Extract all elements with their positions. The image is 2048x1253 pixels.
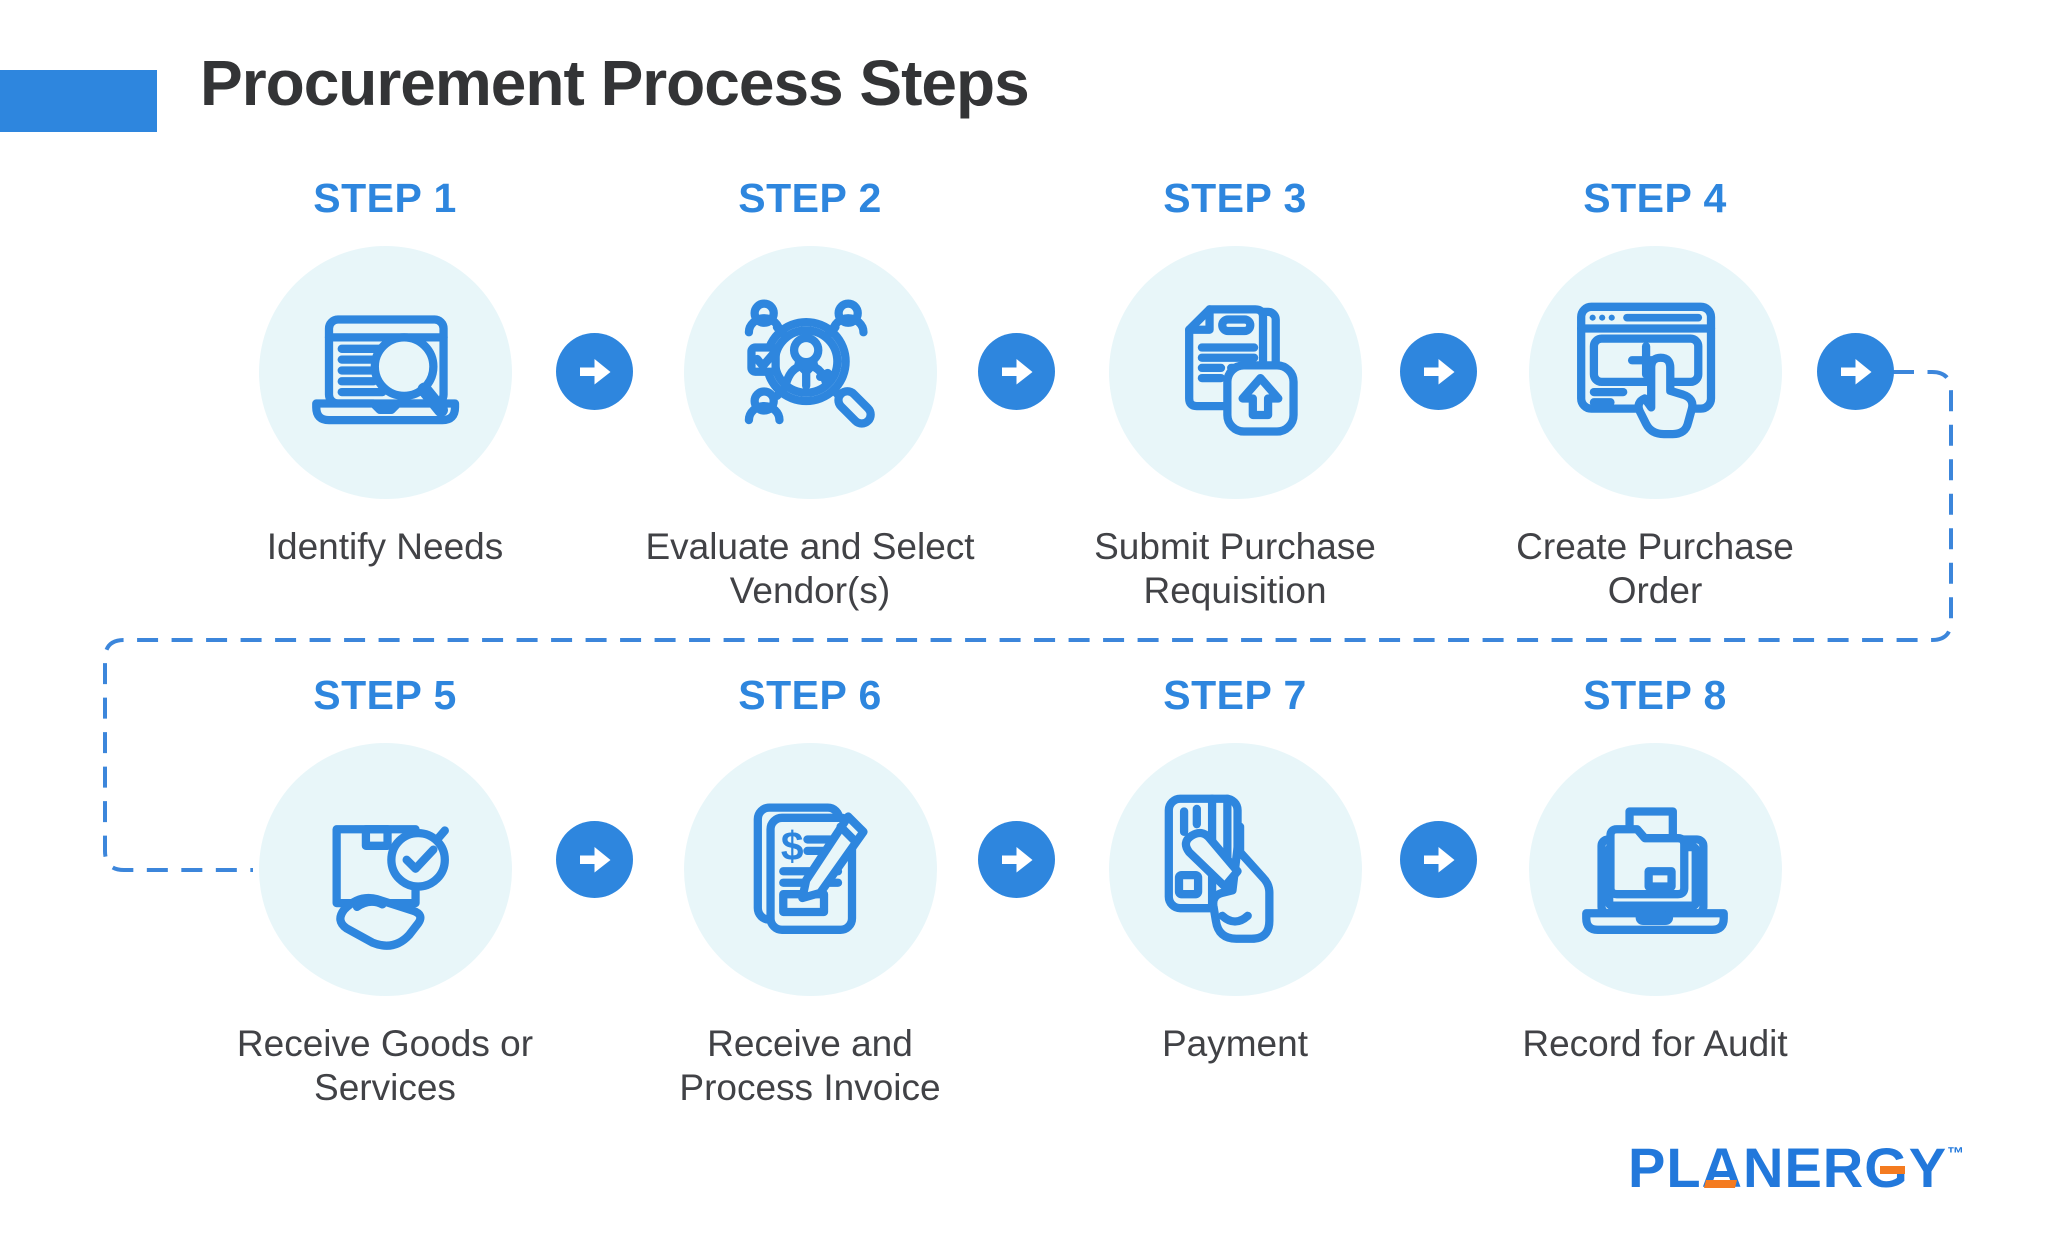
vendor-evaluation-icon <box>744 299 875 428</box>
arrow-right-icon <box>1001 846 1032 872</box>
page-title: Procurement Process Steps <box>200 47 1030 119</box>
step-8-circle <box>1528 743 1782 996</box>
step-6-card: STEP 6 $ Receive and Process Invoice <box>600 675 1020 1110</box>
step-4-caption: Create Purchase Order <box>1516 526 1794 611</box>
logo-trademark: ™ <box>1947 1144 1965 1163</box>
flow-arrow-4-5 <box>1817 333 1894 410</box>
step-8-label: STEP 8 <box>1583 672 1727 718</box>
step-1-label: STEP 1 <box>313 175 457 221</box>
laptop-search-icon <box>312 314 460 424</box>
step-8-card: STEP 8 Record for Audit <box>1445 675 1865 1066</box>
step-2-caption: Evaluate and Select Vendor(s) <box>645 526 975 611</box>
arrow-right-icon <box>1001 358 1032 384</box>
flow-arrow-5-6 <box>556 821 633 898</box>
step-5-caption: Receive Goods or Services <box>236 1023 534 1108</box>
invoice-pen-icon: $ <box>753 803 868 934</box>
logo-accent-g-bar <box>1880 1166 1905 1174</box>
step-5-circle <box>258 743 512 996</box>
step-3-label: STEP 3 <box>1163 175 1307 221</box>
step-7-card: STEP 7 Payment <box>1025 675 1445 1066</box>
arrow-right-icon <box>1840 358 1871 384</box>
step-2-label: STEP 2 <box>738 175 882 221</box>
document-upload-icon <box>1185 304 1298 436</box>
step-7-label: STEP 7 <box>1163 672 1307 718</box>
step-2-card: STEP 2 Evaluate and <box>600 178 1020 613</box>
svg-text:$: $ <box>781 822 804 868</box>
step-4-label: STEP 4 <box>1583 175 1727 221</box>
step-3-card: STEP 3 Submit Purchase Requisition <box>1025 178 1445 613</box>
step-6-circle: $ <box>683 743 937 996</box>
arrow-right-icon <box>579 846 610 872</box>
step-4-card: STEP 4 Create Purchase Order <box>1445 178 1865 613</box>
step-8-caption: Record for Audit <box>1522 1023 1788 1064</box>
arrow-right-icon <box>579 358 610 384</box>
arrow-right-icon <box>1423 846 1454 872</box>
step-3-circle <box>1108 246 1362 499</box>
step-1-card: STEP 1 Identify Needs <box>175 178 595 569</box>
step-1-caption: Identify Needs <box>266 526 504 567</box>
step-5-card: STEP 5 Receive Goods or Services <box>175 675 595 1110</box>
step-5-label: STEP 5 <box>313 672 457 718</box>
step-4-circle <box>1528 246 1782 499</box>
step-3-caption: Submit Purchase Requisition <box>1094 526 1376 611</box>
flow-arrow-7-8 <box>1400 821 1477 898</box>
receive-goods-icon <box>332 824 449 950</box>
purchase-order-window-icon <box>1577 302 1716 438</box>
planergy-logo: PLANERGY™ <box>1628 1140 1964 1204</box>
flow-arrow-3-4 <box>1400 333 1477 410</box>
flow-arrow-6-7 <box>978 821 1055 898</box>
flow-arrow-2-3 <box>978 333 1055 410</box>
flow-arrow-1-2 <box>556 333 633 410</box>
step-2-circle <box>683 246 937 499</box>
step-6-caption: Receive and Process Invoice <box>679 1023 941 1108</box>
step-7-caption: Payment <box>1161 1023 1308 1064</box>
card-payment-icon <box>1164 794 1274 943</box>
step-7-circle <box>1108 743 1362 996</box>
title-accent-bar <box>0 70 157 132</box>
step-1-circle <box>258 246 512 499</box>
arrow-right-icon <box>1423 358 1454 384</box>
logo-accent-a-bar <box>1704 1180 1737 1188</box>
laptop-folder-archive-icon <box>1582 806 1728 934</box>
step-6-label: STEP 6 <box>738 672 882 718</box>
